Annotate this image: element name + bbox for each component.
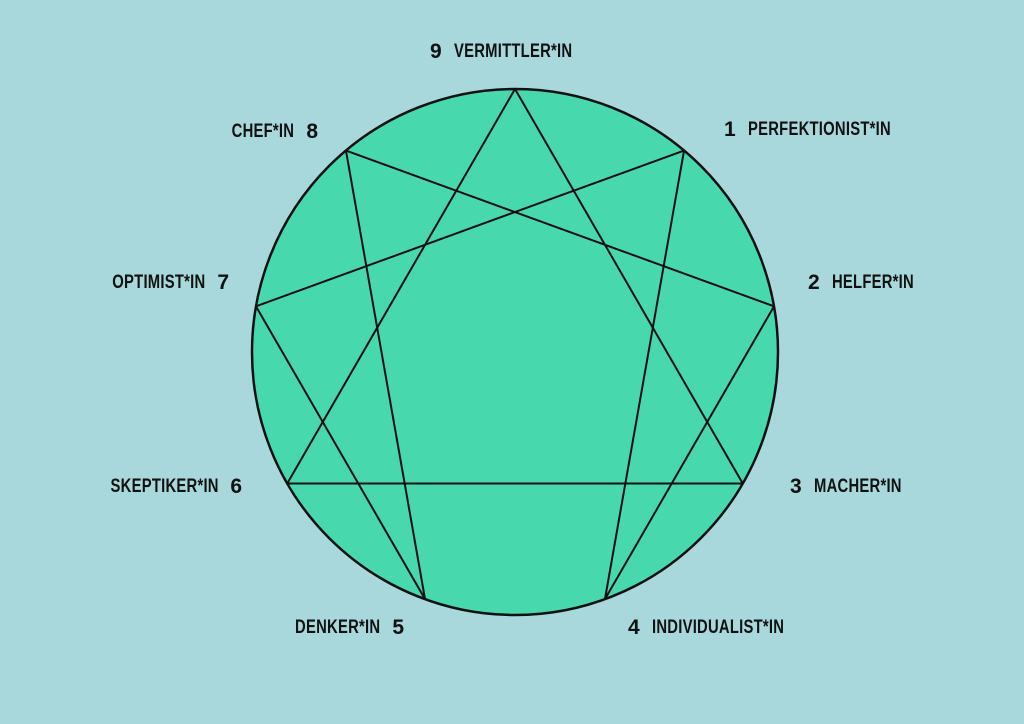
triangle-line-6-9 bbox=[286, 88, 516, 484]
label-type-4: 4 INDIVIDUALIST*IN bbox=[628, 616, 821, 640]
label-type-5: DENKER*IN 5 bbox=[271, 616, 404, 640]
label-type-1: 1 PERFEKTIONIST*IN bbox=[724, 118, 931, 142]
label-type-7: OPTIMIST*IN 7 bbox=[86, 271, 229, 295]
type-name: SKEPTIKER*IN bbox=[110, 476, 219, 497]
hexad-line-2-8 bbox=[345, 149, 775, 308]
type-number: 7 bbox=[217, 271, 229, 294]
type-number: 6 bbox=[230, 475, 242, 498]
type-number: 4 bbox=[628, 616, 640, 639]
type-name: MACHER*IN bbox=[813, 476, 902, 497]
type-number: 9 bbox=[430, 40, 442, 63]
hexad-line-1-4 bbox=[603, 150, 686, 600]
type-number: 2 bbox=[808, 271, 820, 294]
hexad-line-5-7 bbox=[255, 305, 426, 600]
type-number: 1 bbox=[724, 118, 736, 141]
hexad-line-8-5 bbox=[344, 150, 427, 600]
type-name: PERFEKTIONIST*IN bbox=[747, 119, 891, 140]
type-name: INDIVIDUALIST*IN bbox=[651, 617, 784, 638]
type-number: 3 bbox=[790, 475, 802, 498]
type-name: HELFER*IN bbox=[831, 272, 914, 293]
label-type-8: CHEF*IN 8 bbox=[214, 120, 318, 144]
label-type-9: 9 VERMITTLER*IN bbox=[430, 40, 605, 64]
type-name: CHEF*IN bbox=[231, 121, 295, 142]
type-name: DENKER*IN bbox=[295, 617, 381, 638]
triangle-line-9-3 bbox=[514, 88, 744, 485]
enneagram-circle bbox=[250, 87, 780, 617]
label-type-3: 3 MACHER*IN bbox=[790, 475, 926, 499]
type-number: 5 bbox=[392, 616, 404, 639]
hexad-line-7-1 bbox=[255, 149, 685, 308]
type-number: 8 bbox=[306, 120, 318, 143]
hexad-line-4-2 bbox=[604, 305, 775, 600]
type-name: OPTIMIST*IN bbox=[112, 272, 206, 293]
label-type-2: 2 HELFER*IN bbox=[808, 271, 937, 295]
type-name: VERMITTLER*IN bbox=[453, 41, 573, 62]
label-type-6: SKEPTIKER*IN 6 bbox=[80, 475, 242, 499]
